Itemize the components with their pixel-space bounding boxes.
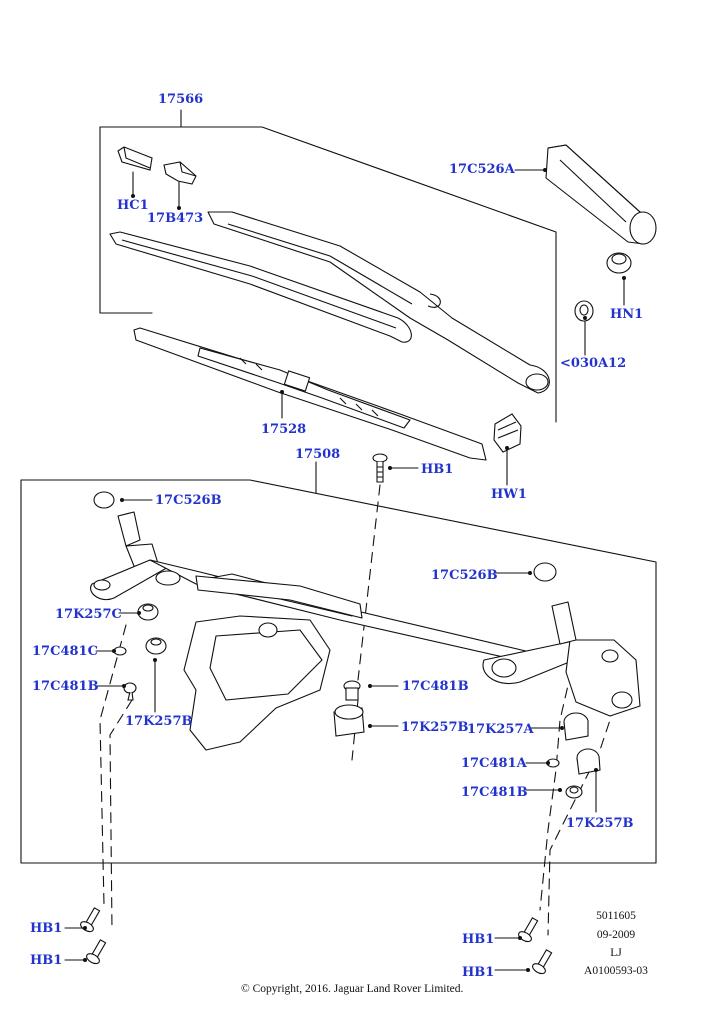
label-HB1-bottom-right-1: HB1 xyxy=(462,932,495,947)
label-HB1-bottom-left-1: HB1 xyxy=(30,921,63,936)
label-17508: 17508 xyxy=(295,447,341,462)
frame-17508 xyxy=(20,479,657,864)
label-17566: 17566 xyxy=(158,92,204,107)
reference-number: 5011605 xyxy=(596,910,636,922)
label-17C526B-left: 17C526B xyxy=(155,493,222,508)
label-HC1: HC1 xyxy=(117,198,149,213)
label-17C481B-center: 17C481B xyxy=(402,679,469,694)
label-17C526A: 17C526A xyxy=(449,162,515,177)
label-HB1-top: HB1 xyxy=(421,462,454,477)
label-17K257A: 17K257A xyxy=(467,722,534,737)
label-HB1-bottom-left-2: HB1 xyxy=(30,953,63,968)
label-030A12: <030A12 xyxy=(560,356,627,371)
label-HB1-bottom-right-2: HB1 xyxy=(462,965,495,980)
label-17K257B-center: 17K257B xyxy=(401,720,469,735)
label-17C481C: 17C481C xyxy=(32,644,98,659)
copyright-notice: © Copyright, 2016. Jaguar Land Rover Lim… xyxy=(241,983,464,995)
label-HW1: HW1 xyxy=(491,487,527,502)
label-17528: 17528 xyxy=(261,422,307,437)
label-17C481A: 17C481A xyxy=(461,756,527,771)
label-HN1: HN1 xyxy=(610,307,644,322)
label-17C481B-left: 17C481B xyxy=(32,679,99,694)
drawing-initials: LJ xyxy=(610,947,622,959)
drawing-date: 09-2009 xyxy=(596,929,636,941)
label-17K257C: 17K257C xyxy=(55,607,122,622)
label-17B473: 17B473 xyxy=(147,211,204,226)
drawing-id: A0100593-03 xyxy=(584,965,648,977)
label-17C526B-right: 17C526B xyxy=(431,568,498,583)
label-17K257B-left: 17K257B xyxy=(125,714,193,729)
label-17K257B-right: 17K257B xyxy=(566,816,634,831)
label-17C481B-right: 17C481B xyxy=(461,785,528,800)
